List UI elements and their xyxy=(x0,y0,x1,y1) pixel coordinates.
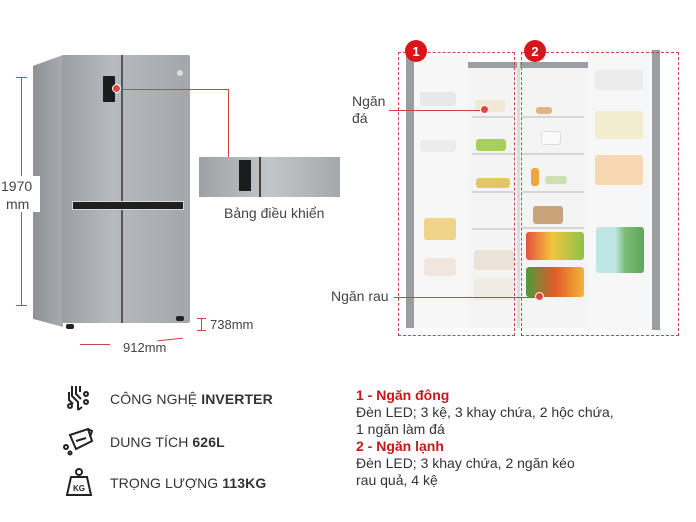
shelf xyxy=(522,153,584,155)
freezer-desc-line1: Đèn LED; 3 kệ, 3 khay chứa, 2 hộc chứa, xyxy=(356,404,614,420)
food-item xyxy=(541,131,561,145)
food-item xyxy=(533,206,563,224)
fridge-desc-line1: Đèn LED; 3 khay chứa, 2 ngăn kéo xyxy=(356,455,575,471)
width-value: 912mm xyxy=(123,340,167,355)
door-bin xyxy=(595,70,643,90)
door-bin xyxy=(424,258,456,276)
width-dimension-line xyxy=(80,344,110,345)
measuring-jug-icon xyxy=(62,427,96,457)
height-unit: mm xyxy=(6,196,30,212)
spec-weight: TRỌNG LƯỢNG 113KG xyxy=(110,475,266,491)
compartment-descriptions: 1 - Ngăn đông Đèn LED; 3 kệ, 3 khay chứa… xyxy=(356,387,686,489)
control-panel-marker xyxy=(112,84,121,93)
zone-badge-2: 2 xyxy=(524,40,546,62)
fridge-foot xyxy=(176,316,184,321)
dimension-tick xyxy=(16,77,27,78)
spec-row-inverter: CÔNG NGHỆ INVERTER xyxy=(62,384,273,414)
shelf xyxy=(522,116,584,118)
height-value: 1970 xyxy=(1,178,33,194)
food-item xyxy=(531,168,539,186)
spec-row-capacity: DUNG TÍCH 626L xyxy=(62,427,225,457)
fridge-door-split xyxy=(121,55,123,323)
door-bin xyxy=(420,92,456,106)
shelf xyxy=(472,153,514,155)
spec-value: INVERTER xyxy=(201,391,273,407)
fridge-door-open xyxy=(588,50,660,330)
food-item xyxy=(545,176,567,184)
fridge-front xyxy=(62,55,190,323)
connector-line xyxy=(228,89,229,157)
freezer-zone xyxy=(398,52,515,336)
interior-divider xyxy=(517,62,520,328)
shelf xyxy=(472,116,514,118)
spec-capacity: DUNG TÍCH 626L xyxy=(110,434,225,450)
spec-label: TRỌNG LƯỢNG xyxy=(110,475,223,491)
spec-value: 626L xyxy=(192,434,225,450)
door-bin xyxy=(424,218,456,240)
food-item xyxy=(476,139,506,151)
ice-compartment-label-line1: Ngăn xyxy=(352,93,386,109)
fridge-foot xyxy=(66,324,74,329)
dimension-tick xyxy=(16,305,27,306)
freezer-drawer xyxy=(474,278,514,300)
vegetable-drawer xyxy=(526,267,584,297)
inset-control-panel xyxy=(239,160,251,191)
door-bin-bottles xyxy=(596,227,644,273)
lg-logo-icon xyxy=(177,70,183,76)
door-bin xyxy=(595,155,643,185)
veg-callout-line xyxy=(394,297,538,298)
depth-value: 738mm xyxy=(210,317,254,332)
shelf xyxy=(522,227,584,229)
spec-row-weight: KG TRỌNG LƯỢNG 113KG xyxy=(62,468,266,498)
spec-inverter: CÔNG NGHỆ INVERTER xyxy=(110,391,273,407)
inset-door-split xyxy=(259,157,261,197)
inverter-chip-icon xyxy=(62,384,96,414)
label-backdrop xyxy=(0,176,40,212)
connector-line xyxy=(121,89,228,90)
door-bin xyxy=(595,111,643,139)
kg-weight-icon: KG xyxy=(62,468,96,498)
fruit-drawer xyxy=(526,232,584,260)
spec-label: CÔNG NGHỆ xyxy=(110,391,202,407)
spec-label: DUNG TÍCH xyxy=(110,434,193,450)
fridge-handle xyxy=(72,201,184,210)
freezer-title: 1 - Ngăn đông xyxy=(356,387,450,403)
fridge-control-panel xyxy=(103,76,115,102)
ice-compartment-label-line2: đá xyxy=(352,110,368,126)
fridge-zone xyxy=(521,52,679,336)
food-item xyxy=(476,178,510,188)
spec-value: 113KG xyxy=(222,475,267,491)
zone-badge-1: 1 xyxy=(405,40,427,62)
control-panel-inset xyxy=(199,157,340,197)
ice-compartment-marker xyxy=(480,105,489,114)
control-panel-label: Bảng điều khiển xyxy=(224,205,325,221)
freezer-drawer xyxy=(474,250,514,270)
fridge-title: 2 - Ngăn lạnh xyxy=(356,438,444,454)
depth-dimension-line xyxy=(201,318,202,330)
ice-callout-line xyxy=(389,110,483,111)
freezer-desc-line2: 1 ngăn làm đá xyxy=(356,421,445,437)
shelf xyxy=(472,191,514,193)
shelf xyxy=(522,191,584,193)
svg-text:KG: KG xyxy=(73,484,85,493)
dimension-tick xyxy=(197,318,206,319)
door-bin xyxy=(420,140,456,152)
fridge-desc-line2: rau quả, 4 kệ xyxy=(356,472,438,488)
food-item xyxy=(536,107,552,114)
dimension-tick xyxy=(197,330,206,331)
veg-drawer-label: Ngăn rau xyxy=(331,288,389,304)
veg-drawer-marker xyxy=(535,292,544,301)
shelf xyxy=(472,228,514,230)
